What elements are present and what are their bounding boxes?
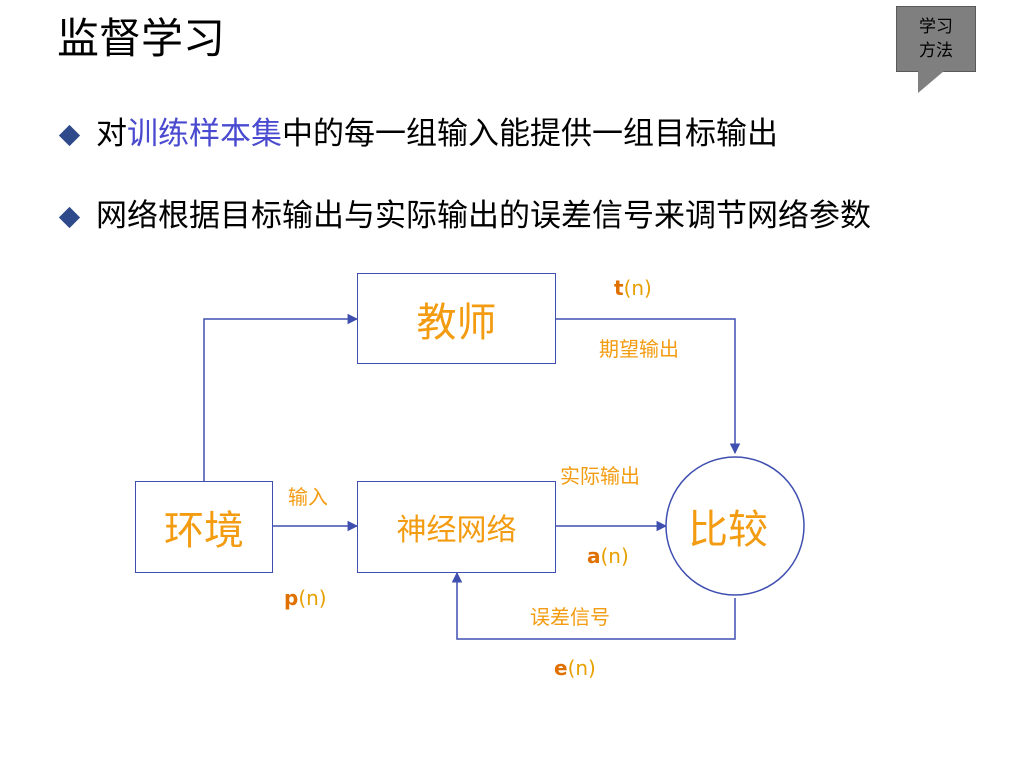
var-t: t(n) xyxy=(614,276,652,300)
bullet-1-post: 中的每一组输入能提供一组目标输出 xyxy=(282,116,778,152)
var-e: e(n) xyxy=(554,656,596,680)
teacher-label: 教师 xyxy=(416,299,497,346)
environment-label: 环境 xyxy=(164,508,244,554)
compare-label: 比较 xyxy=(688,507,768,553)
network-node: 神经网络 xyxy=(357,481,556,573)
var-t-letter: t xyxy=(614,276,624,300)
input-label: 输入 xyxy=(288,485,328,509)
actual-output-label: 实际输出 xyxy=(560,464,640,488)
var-p: p(n) xyxy=(284,586,327,610)
error-signal-label: 误差信号 xyxy=(530,605,610,629)
var-p-arg: (n) xyxy=(298,586,327,610)
teacher-node: 教师 xyxy=(357,273,556,364)
var-a-arg: (n) xyxy=(600,544,629,568)
bullet-1-text: 对训练样本集中的每一组输入能提供一组目标输出 xyxy=(96,118,956,151)
desired-output-label: 期望输出 xyxy=(599,337,679,361)
var-a: a(n) xyxy=(587,544,629,568)
bullet-1-highlight: 训练样本集 xyxy=(127,116,282,152)
callout-tail xyxy=(918,71,944,93)
wire-error-feedback xyxy=(451,571,736,640)
wire-teacher-to-compare xyxy=(556,318,741,455)
bullet-1-pre: 对 xyxy=(96,116,127,152)
var-t-arg: (n) xyxy=(623,276,652,300)
compare-circle xyxy=(665,456,805,596)
callout-line-1: 学习 xyxy=(919,17,953,37)
wire-env-to-teacher xyxy=(203,313,359,481)
var-e-arg: (n) xyxy=(567,656,596,680)
method-callout[interactable]: 学习 方法 xyxy=(896,6,976,72)
environment-node: 环境 xyxy=(135,481,273,573)
var-p-letter: p xyxy=(284,586,299,610)
bullet-2-text: 网络根据目标输出与实际输出的误差信号来调节网络参数 xyxy=(96,198,871,234)
var-e-letter: e xyxy=(554,656,568,680)
network-label: 神经网络 xyxy=(396,513,517,548)
callout-line-2: 方法 xyxy=(919,41,953,61)
var-a-letter: a xyxy=(587,544,601,568)
page-title: 监督学习 xyxy=(57,14,226,63)
